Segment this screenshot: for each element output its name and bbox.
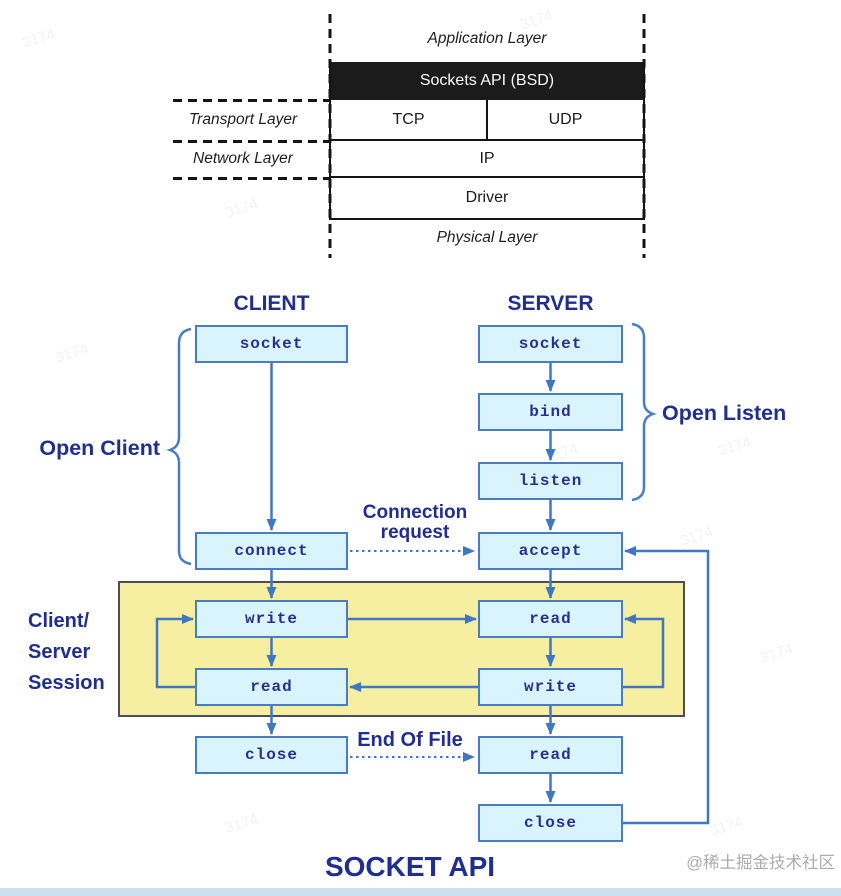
faint-watermark: 3174: [53, 340, 91, 367]
ip-cell: IP: [479, 149, 495, 167]
server-read2-box: read: [478, 736, 623, 774]
session-label-line1: Client/: [28, 610, 90, 632]
connection-request-label: Connection request: [340, 503, 490, 543]
driver-row: Driver: [331, 178, 643, 220]
session-label: Client/ Server Session: [28, 606, 105, 699]
session-label-line2: Server: [28, 641, 91, 663]
open-client-brace: [166, 327, 192, 566]
transport-row: TCP UDP: [331, 100, 643, 141]
client-column-header: CLIENT: [233, 292, 310, 315]
transport-layer-label: Transport Layer: [188, 111, 298, 128]
server-bind-box: bind: [478, 393, 623, 431]
client-read-box: read: [195, 668, 348, 706]
open-listen-label: Open Listen: [662, 401, 787, 425]
faint-watermark: 3174: [223, 810, 261, 837]
udp-cell: UDP: [548, 110, 583, 128]
sockets-api-bar: Sockets API (BSD): [331, 62, 643, 100]
physical-layer-label: Physical Layer: [436, 229, 538, 246]
connection-request-line1: Connection: [362, 502, 468, 523]
network-layer-label: Network Layer: [193, 150, 293, 167]
faint-watermark: 3174: [20, 25, 58, 52]
server-read-box: read: [478, 600, 623, 638]
protocol-stack-table: Sockets API (BSD) TCP UDP IP Driver: [329, 62, 645, 220]
server-socket-box: socket: [478, 325, 623, 363]
application-layer-label: Application Layer: [427, 30, 547, 47]
open-listen-brace: [631, 322, 657, 502]
faint-watermark: 3174: [708, 813, 746, 840]
driver-cell: Driver: [465, 189, 509, 206]
bottom-strip: [0, 888, 841, 896]
server-column-header: SERVER: [507, 292, 594, 315]
network-row: IP: [331, 141, 643, 178]
faint-watermark: 3174: [758, 640, 796, 667]
tcp-cell: TCP: [331, 100, 488, 139]
end-of-file-label: End Of File: [357, 729, 463, 751]
faint-watermark: 3174: [223, 195, 261, 222]
server-accept-box: accept: [478, 532, 623, 570]
session-label-line3: Session: [28, 672, 105, 694]
faint-watermark: 3174: [716, 433, 754, 460]
site-credit-watermark: @稀土掘金技术社区: [686, 854, 835, 872]
open-client-label: Open Client: [39, 436, 160, 460]
client-write-box: write: [195, 600, 348, 638]
faint-watermark: 3174: [678, 523, 716, 550]
server-write-box: write: [478, 668, 623, 706]
connection-request-line2: request: [380, 522, 450, 543]
client-socket-box: socket: [195, 325, 348, 363]
server-close-box: close: [478, 804, 623, 842]
client-close-box: close: [195, 736, 348, 774]
diagram-title: SOCKET API: [324, 851, 496, 882]
client-connect-box: connect: [195, 532, 348, 570]
server-listen-box: listen: [478, 462, 623, 500]
